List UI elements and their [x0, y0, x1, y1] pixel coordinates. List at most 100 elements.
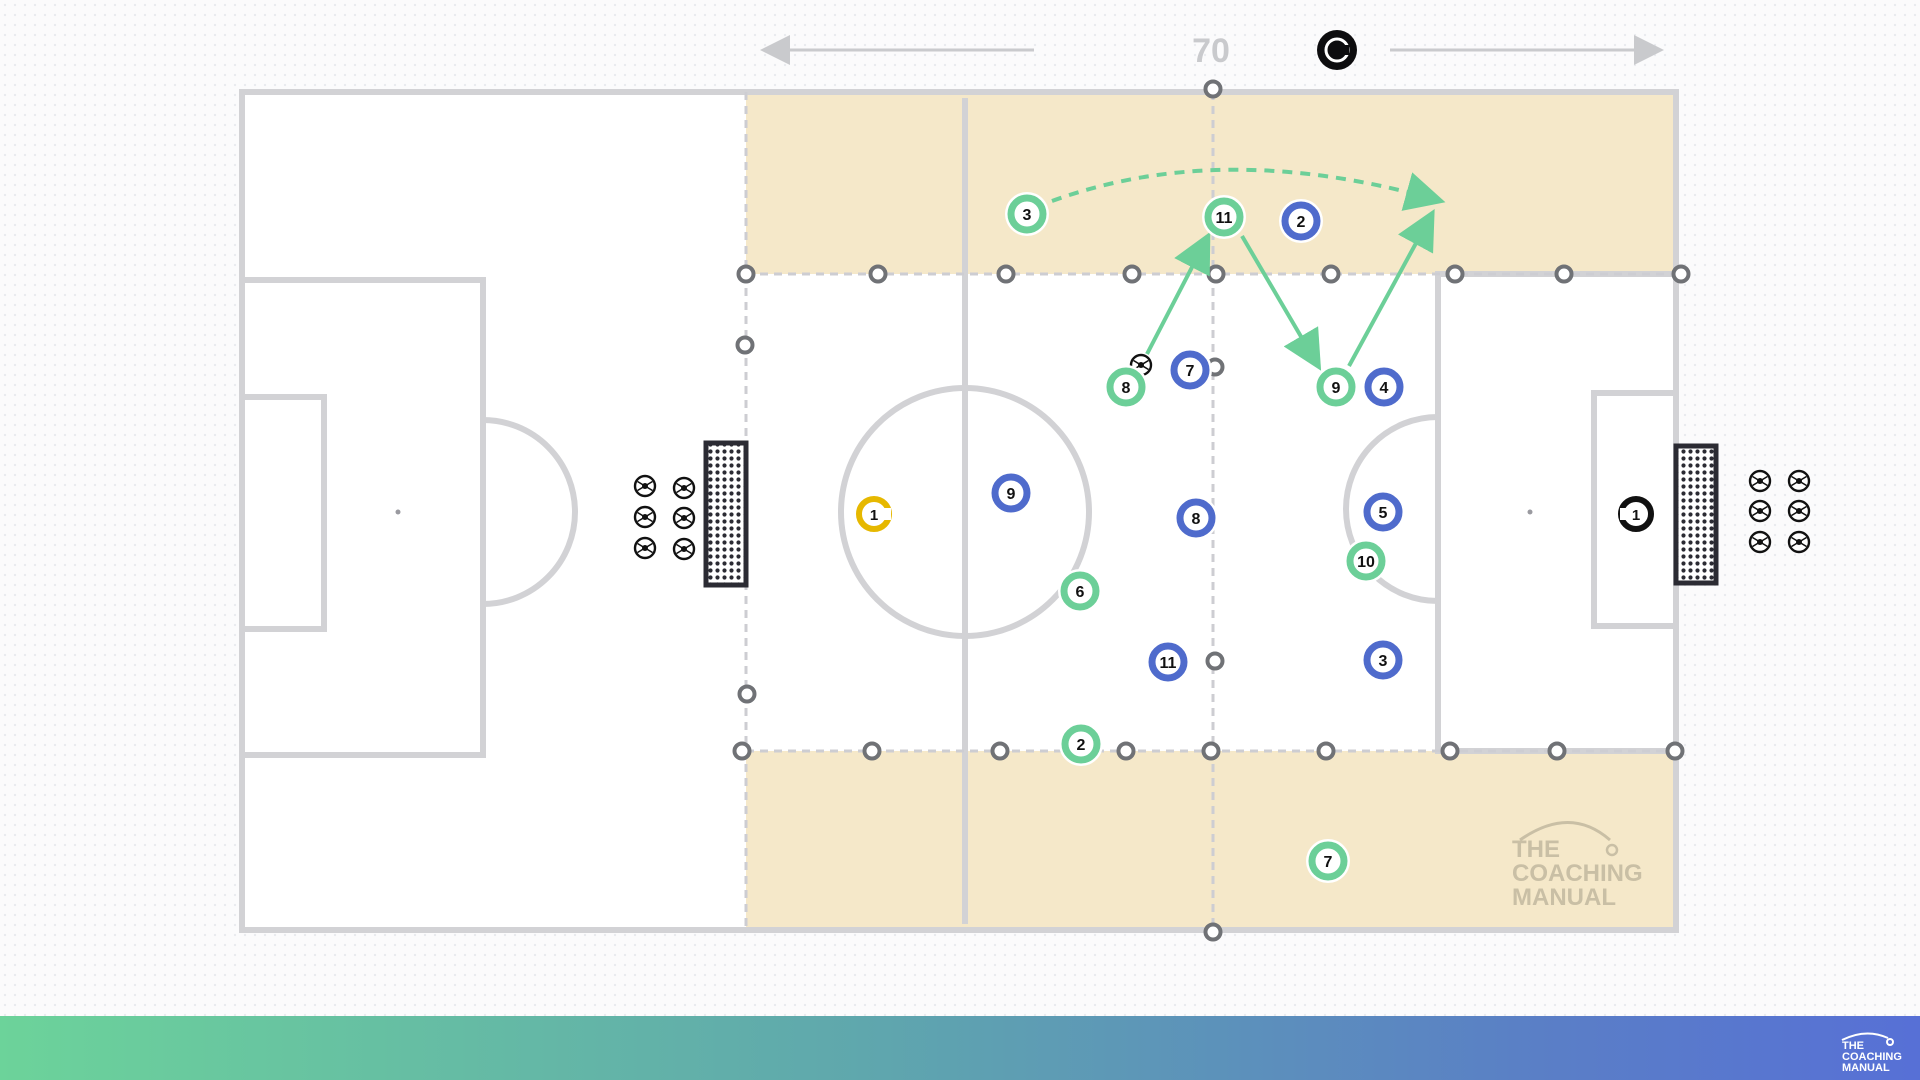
cone-21: [1547, 741, 1567, 761]
blue-player-8-4: 8: [1174, 496, 1218, 540]
cone-23: [1203, 922, 1223, 942]
left-ball-2: [633, 505, 657, 529]
blue-player-2-0: 2: [1279, 199, 1323, 243]
left-ball-4: [633, 536, 657, 560]
cone-12: [737, 684, 757, 704]
blue-player-9-3: 9: [989, 471, 1033, 515]
cone-4: [1122, 264, 1142, 284]
left-six-yard-box: [239, 394, 327, 632]
left-goal: [703, 440, 749, 588]
cone-7: [1445, 264, 1465, 284]
right-ball-2: [1748, 499, 1772, 523]
green-player-8-2-number: 8: [1122, 380, 1131, 397]
top-wide-zone: [746, 92, 1676, 274]
blue-player-3-7: 3: [1361, 638, 1405, 682]
right-ball-4: [1748, 530, 1772, 554]
left-ball-3: [672, 506, 696, 530]
distance-indicator: 70: [760, 32, 1664, 70]
green-player-6-4-number: 6: [1076, 584, 1085, 601]
left-ball-0: [633, 474, 657, 498]
pass-arrow-11-to-9: [1240, 234, 1322, 371]
green-player-11-1-number: 11: [1216, 210, 1233, 227]
blue-player-11-6: 11: [1146, 640, 1190, 684]
center-circle: [838, 385, 1092, 639]
green-player-3-0: 3: [1005, 192, 1049, 236]
cone-10: [735, 335, 755, 355]
right-penalty-arc: [1343, 414, 1439, 604]
black-goalkeeper: 1: [1618, 496, 1654, 532]
cone-8: [1554, 264, 1574, 284]
cone-2: [868, 264, 888, 284]
black-goalkeeper-number: 1: [1632, 507, 1640, 524]
green-player-9-3-number: 9: [1332, 380, 1341, 397]
blue-player-11-6-number: 11: [1160, 655, 1177, 672]
blue-player-5-5: 5: [1361, 490, 1405, 534]
green-player-7-7: 7: [1306, 839, 1350, 883]
pass-arrow-8-to-11: [1145, 231, 1211, 355]
cone-6: [1321, 264, 1341, 284]
yellow-goalkeeper: 1: [856, 496, 892, 532]
pass-lines: [1051, 167, 1446, 371]
cone-markers: [732, 79, 1691, 942]
pitch-logo-line3: MANUAL: [1512, 884, 1616, 911]
cone-19: [1316, 741, 1336, 761]
cone-14: [732, 741, 752, 761]
right-ball-5: [1787, 530, 1811, 554]
yellow-goalkeeper-number: 1: [870, 507, 878, 524]
green-player-3-0-number: 3: [1023, 207, 1032, 224]
right-ball-3: [1787, 499, 1811, 523]
cone-20: [1440, 741, 1460, 761]
right-penalty-spot: [1527, 509, 1533, 515]
pitch-logo: THE COACHING MANUAL: [1512, 821, 1643, 911]
cone-0: [1203, 79, 1223, 99]
pass-arrow-9-to-space: [1347, 208, 1435, 367]
distance-label: 70: [1192, 32, 1230, 70]
cone-15: [862, 741, 882, 761]
blue-player-2-0-number: 2: [1297, 214, 1306, 231]
right-ball-1: [1787, 469, 1811, 493]
left-ball-1: [672, 476, 696, 500]
blue-player-7-1: 7: [1168, 348, 1212, 392]
pitch-logo-line2: COACHING: [1512, 860, 1643, 887]
left-ball-5: [672, 537, 696, 561]
green-player-8-2: 8: [1104, 365, 1148, 409]
footer-logo-line3: MANUAL: [1842, 1062, 1890, 1074]
cone-5: [1206, 264, 1226, 284]
blue-player-3-7-number: 3: [1379, 653, 1388, 670]
cone-1: [736, 264, 756, 284]
green-player-2-6: 2: [1059, 722, 1103, 766]
ball-stacks: [633, 353, 1811, 561]
cone-18: [1201, 741, 1221, 761]
blue-player-5-5-number: 5: [1379, 505, 1388, 522]
lofted-pass-arrow: [1051, 167, 1446, 211]
pitch-logo-line1: THE: [1512, 836, 1560, 863]
blue-player-9-3-number: 9: [1007, 486, 1016, 503]
blue-player-8-4-number: 8: [1192, 511, 1201, 528]
cone-22: [1665, 741, 1685, 761]
cone-13: [1205, 651, 1225, 671]
blue-player-4-2: 4: [1362, 365, 1406, 409]
green-player-2-6-number: 2: [1077, 737, 1086, 754]
cone-17: [1116, 741, 1136, 761]
green-player-9-3: 9: [1314, 365, 1358, 409]
right-goal: [1673, 443, 1719, 586]
cone-16: [990, 741, 1010, 761]
left-penalty-arc: [482, 417, 578, 607]
blue-player-7-1-number: 7: [1186, 363, 1195, 380]
cone-9: [1671, 264, 1691, 284]
green-player-11-1: 11: [1202, 195, 1246, 239]
green-player-10-5-number: 10: [1357, 554, 1375, 571]
footer-band: THE COACHING MANUAL: [0, 1016, 1920, 1080]
green-player-6-4: 6: [1058, 569, 1102, 613]
right-ball-0: [1748, 469, 1772, 493]
footer-logo-line1: THE: [1842, 1040, 1864, 1052]
green-player-10-5: 10: [1344, 539, 1388, 583]
left-penalty-spot: [395, 509, 401, 515]
footer-logo: THE COACHING MANUAL: [1841, 1032, 1902, 1074]
coach-marker: C: [1317, 30, 1357, 70]
cone-3: [996, 264, 1016, 284]
blue-player-4-2-number: 4: [1380, 380, 1389, 397]
